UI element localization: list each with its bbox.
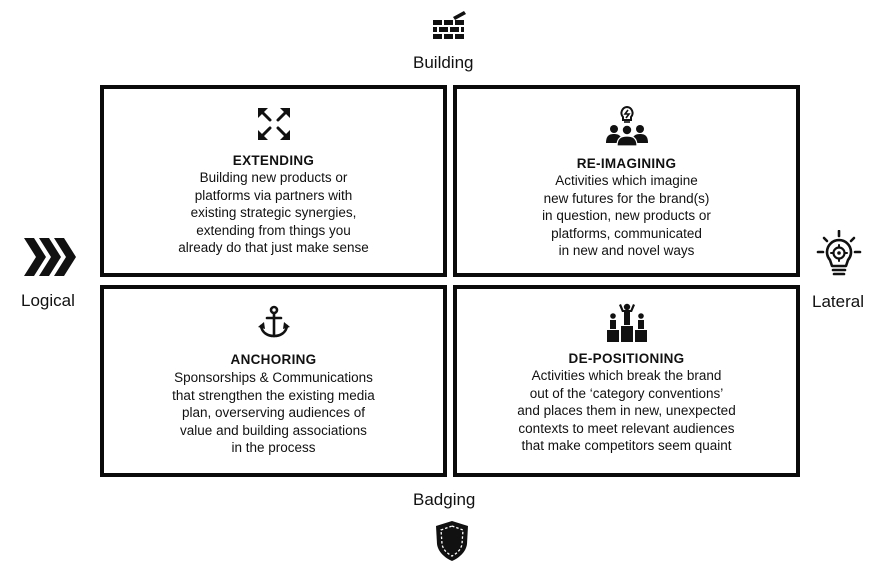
quadrant-extending: EXTENDING Building new products or platf… [100, 85, 447, 277]
quadrant-description: Activities which imagine new futures for… [542, 173, 711, 258]
quadrant-reimagining: RE-IMAGINING Activities which imagine ne… [453, 85, 800, 277]
axis-label-logical: Logical [21, 291, 75, 310]
quadrant-description: Sponsorships & Communications that stren… [172, 370, 375, 455]
quadrant-title: EXTENDING [232, 153, 315, 168]
expand-arrows-icon [257, 108, 290, 140]
quadrant-title: ANCHORING [230, 352, 317, 367]
quadrant-description: Building new products or platforms via p… [178, 170, 369, 255]
quadrant-description: Activities which break the brand out of … [517, 368, 736, 453]
quadrant-depositioning: DE-POSITIONING Activities which break th… [453, 285, 800, 477]
axis-label-building: Building [413, 53, 474, 72]
chevrons-right-icon [24, 238, 76, 276]
quadrant-anchoring: ANCHORING Sponsorships & Communications … [100, 285, 447, 477]
podium-icon [606, 303, 647, 342]
team-idea-icon [605, 105, 648, 147]
axis-label-lateral: Lateral [812, 292, 864, 311]
quadrant-title: RE-IMAGINING [576, 156, 677, 171]
shield-icon [436, 521, 468, 561]
lightbulb-gear-icon [816, 230, 862, 276]
anchor-icon [257, 305, 290, 338]
axis-label-badging: Badging [413, 490, 476, 509]
brick-wall-icon [433, 11, 466, 39]
quadrant-title: DE-POSITIONING [568, 351, 685, 366]
